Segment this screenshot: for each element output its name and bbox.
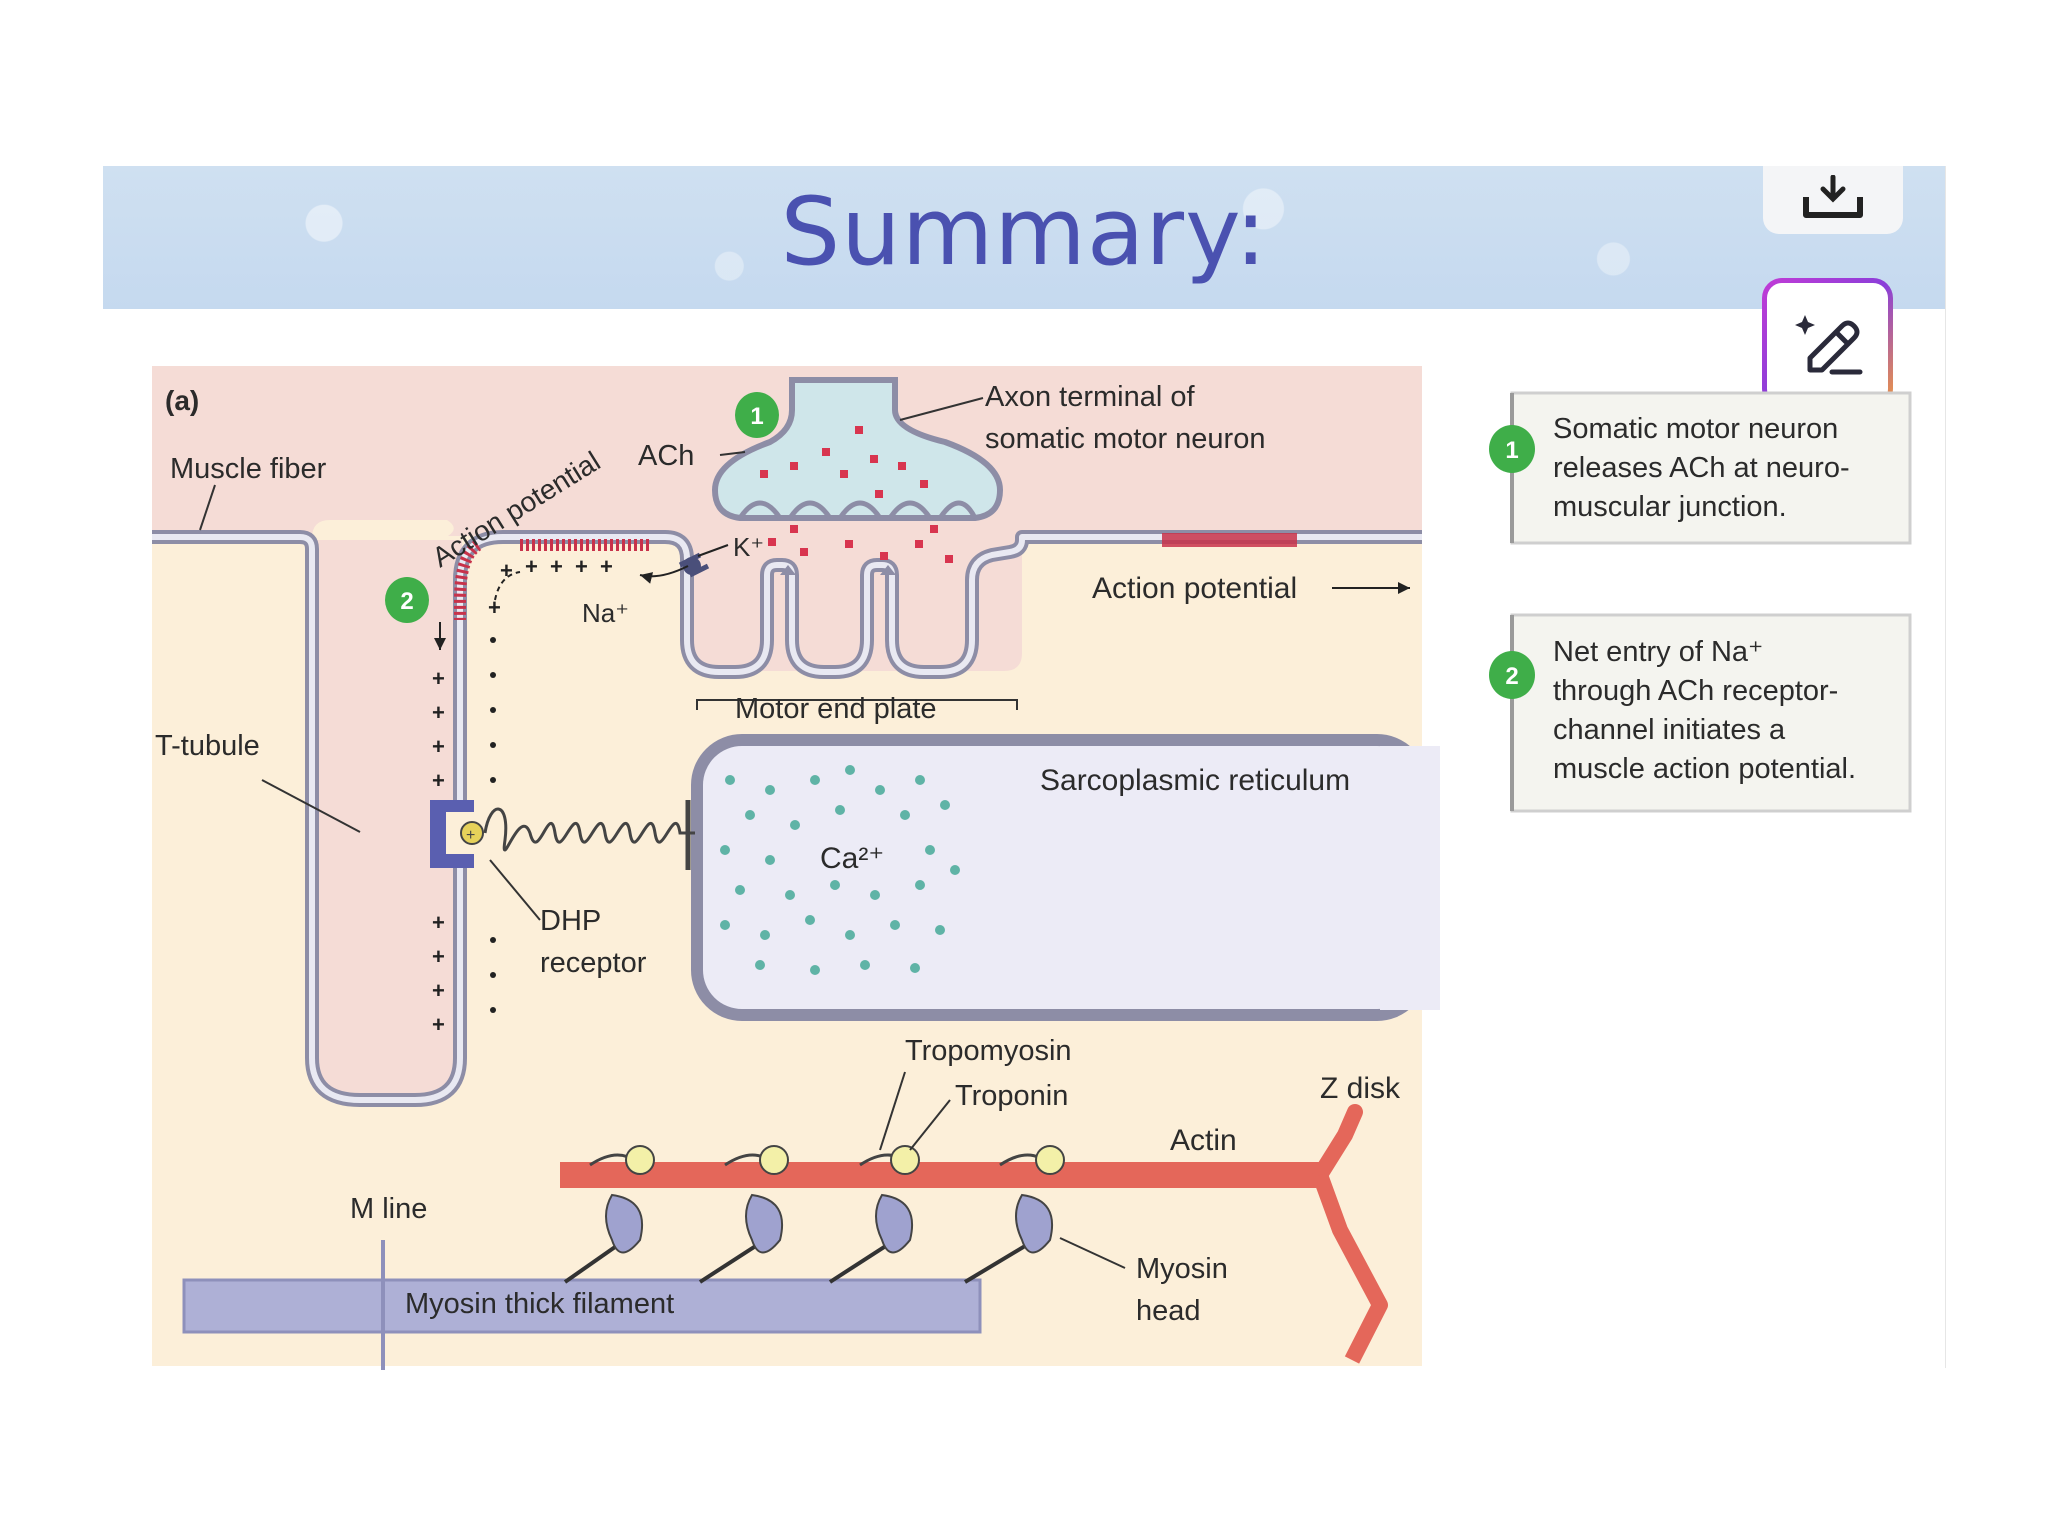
svg-text:+: + bbox=[600, 554, 613, 579]
label-m-line: M line bbox=[350, 1193, 427, 1225]
charge-signs: + + + + + + + + + + + + + + bbox=[432, 554, 613, 1037]
action-potential-marker-left bbox=[454, 539, 482, 620]
dhp-receptor-icon: + bbox=[430, 800, 484, 868]
label-t-tubule: T-tubule bbox=[155, 730, 260, 762]
badge-step-1: 1 bbox=[735, 392, 779, 438]
ach-receptor-channel-icon bbox=[678, 552, 710, 578]
svg-text:2: 2 bbox=[400, 588, 413, 615]
svg-text:+: + bbox=[550, 554, 563, 579]
svg-text:+: + bbox=[575, 554, 588, 579]
panel-label: (a) bbox=[165, 385, 199, 416]
svg-text:+: + bbox=[432, 734, 445, 759]
z-disk-top bbox=[1312, 1104, 1363, 1183]
svg-text:+: + bbox=[500, 558, 513, 583]
myosin-head-3 bbox=[828, 1145, 920, 1284]
actin-filament bbox=[560, 1162, 1325, 1188]
label-calcium: Ca²⁺ bbox=[820, 842, 884, 875]
step-box-2: 2 Net entry of Na⁺ through ACh receptor-… bbox=[1489, 613, 1912, 813]
label-ach: ACh bbox=[638, 440, 694, 472]
svg-text:+: + bbox=[432, 700, 445, 725]
svg-text:+: + bbox=[432, 944, 445, 969]
label-na-plus: Na⁺ bbox=[582, 598, 629, 628]
z-disk-bottom bbox=[1312, 1172, 1388, 1364]
svg-text:1: 1 bbox=[750, 403, 763, 430]
step-2-line-4: muscle action potential. bbox=[1553, 753, 1856, 785]
svg-text:+: + bbox=[432, 768, 445, 793]
svg-text:+: + bbox=[432, 666, 445, 691]
calcium-ion-dots bbox=[720, 765, 960, 975]
myosin-head-2 bbox=[698, 1145, 789, 1284]
svg-text:+: + bbox=[525, 554, 538, 579]
pen-sparkle-icon bbox=[1794, 314, 1862, 374]
label-muscle-fiber: Muscle fiber bbox=[170, 453, 327, 485]
label-actin: Actin bbox=[1170, 1124, 1237, 1157]
svg-text:+: + bbox=[432, 910, 445, 935]
label-dhp-line2: receptor bbox=[540, 947, 647, 979]
step-2-line-1: Net entry of Na⁺ bbox=[1553, 636, 1763, 668]
download-button[interactable] bbox=[1763, 166, 1903, 234]
svg-text:+: + bbox=[488, 595, 501, 620]
label-tropomyosin: Tropomyosin bbox=[905, 1035, 1072, 1067]
slide-header: Summary: bbox=[103, 166, 1945, 309]
step-2-line-3: channel initiates a bbox=[1553, 714, 1786, 746]
ryanodine-receptor-coil bbox=[483, 807, 695, 852]
download-icon bbox=[1803, 175, 1863, 218]
svg-text:+: + bbox=[466, 827, 475, 844]
step-1-line-1: Somatic motor neuron bbox=[1553, 413, 1838, 445]
ach-vesicle-dots bbox=[760, 426, 953, 563]
label-dhp-line1: DHP bbox=[540, 905, 601, 937]
badge-step-2: 2 bbox=[385, 577, 429, 623]
step-2-line-2: through ACh receptor- bbox=[1553, 675, 1838, 707]
label-k-plus: K⁺ bbox=[733, 532, 764, 562]
label-myosin-head-line1: Myosin bbox=[1136, 1253, 1228, 1285]
slide-title: Summary: bbox=[780, 178, 1268, 287]
step-1-line-2: releases ACh at neuro- bbox=[1553, 452, 1850, 484]
svg-text:2: 2 bbox=[1505, 663, 1518, 690]
axon-terminal bbox=[711, 377, 1004, 521]
label-motor-end-plate: Motor end plate bbox=[735, 693, 937, 725]
label-myosin-head-line2: head bbox=[1136, 1295, 1201, 1327]
step-box-1: 1 Somatic motor neuron releases ACh at n… bbox=[1489, 391, 1912, 545]
label-action-potential-right: Action potential bbox=[1092, 572, 1297, 605]
label-myosin-thick-filament: Myosin thick filament bbox=[405, 1288, 674, 1320]
svg-text:+: + bbox=[432, 978, 445, 1003]
ai-edit-button[interactable] bbox=[1762, 278, 1893, 409]
label-sarcoplasmic-reticulum: Sarcoplasmic reticulum bbox=[1040, 764, 1350, 797]
label-axon-terminal-line1: Axon terminal of bbox=[985, 381, 1195, 413]
label-z-disk: Z disk bbox=[1320, 1072, 1401, 1105]
myosin-head-4 bbox=[963, 1145, 1065, 1284]
myosin-thick-filament bbox=[182, 1278, 982, 1334]
svg-text:+: + bbox=[432, 1012, 445, 1037]
myosin-head-1 bbox=[563, 1145, 655, 1284]
label-axon-terminal-line2: somatic motor neuron bbox=[985, 423, 1265, 455]
step-1-line-3: muscular junction. bbox=[1553, 491, 1787, 523]
svg-text:1: 1 bbox=[1505, 437, 1518, 464]
label-troponin: Troponin bbox=[955, 1080, 1068, 1112]
action-potential-marker-right bbox=[1162, 533, 1297, 547]
